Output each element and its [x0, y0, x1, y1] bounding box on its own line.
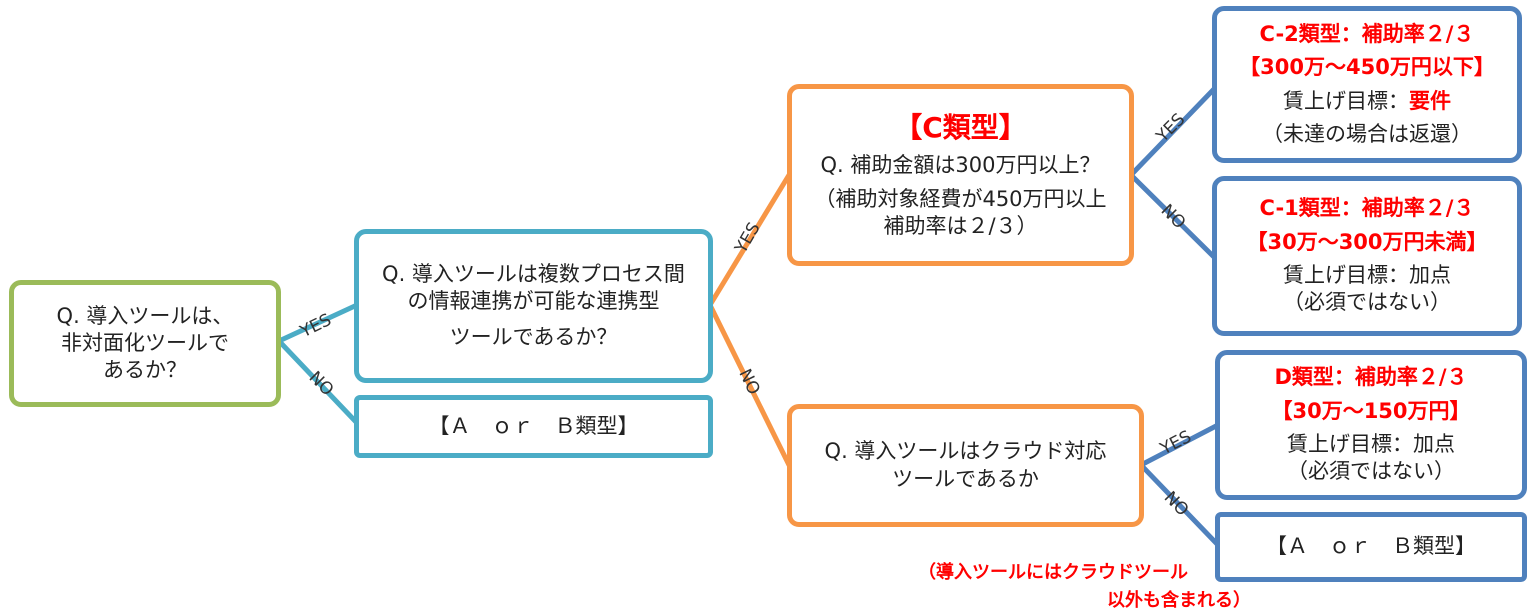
c-type-title: 【C類型】: [894, 110, 1027, 144]
question-line: （補助対象経費が450万円以上: [814, 186, 1107, 211]
question-line: 補助率は２/３）: [883, 213, 1038, 238]
c2-range: 【300万～450万円以下】: [1239, 55, 1495, 80]
c1-goal: 賃上げ目標：加点: [1283, 263, 1451, 287]
question-integration-box: Q. 導入ツールは複数プロセス間 の情報連携が可能な連携型 ツールであるか？: [354, 229, 713, 383]
c1-note: （必須ではない）: [1283, 290, 1451, 315]
edge-q1-no: [276, 338, 360, 426]
cloud-note-line1: （導入ツールにはクラウドツール: [918, 562, 1188, 583]
c2-title: C-2類型：補助率２/３: [1259, 21, 1475, 46]
c1-range: 【30万～300万円未満】: [1246, 229, 1488, 254]
edge-c-yes: [1128, 85, 1218, 178]
question-line: 非対面化ツールで: [61, 330, 229, 355]
d-range: 【30万～150万円】: [1271, 398, 1471, 423]
question-line: ツールであるか: [892, 466, 1039, 491]
question-line: Q. 導入ツールは複数プロセス間: [382, 262, 685, 287]
edge-q2-no: [707, 302, 792, 468]
c2-note: （未達の場合は返還）: [1262, 121, 1472, 146]
result-a-or-b-box: 【Ａ ｏｒ Ｂ類型】: [354, 395, 713, 458]
question-line: Q. 補助金額は300万円以上？: [820, 153, 1101, 178]
edge-q2-yes: [707, 172, 792, 308]
question-non-face-to-face-box: Q. 導入ツールは、 非対面化ツールで あるか？: [9, 280, 281, 407]
d-goal: 賃上げ目標：加点: [1287, 432, 1455, 456]
question-line: Q. 導入ツールは、: [56, 303, 234, 328]
result-label: 【Ａ ｏｒ Ｂ類型】: [428, 413, 639, 438]
c1-title: C-1類型：補助率２/３: [1259, 196, 1475, 221]
question-line: ツールであるか？: [449, 324, 618, 349]
result-d-box: D類型：補助率２/３ 【30万～150万円】 賃上げ目標：加点 （必須ではない）: [1215, 350, 1527, 500]
result-a-or-b-box: 【Ａ ｏｒ Ｂ類型】: [1215, 512, 1527, 582]
question-line: あるか？: [103, 358, 187, 383]
question-cloud-box: Q. 導入ツールはクラウド対応 ツールであるか: [787, 404, 1144, 527]
question-c-type-box: 【C類型】 Q. 補助金額は300万円以上？ （補助対象経費が450万円以上 補…: [787, 84, 1134, 266]
d-note: （必須ではない）: [1287, 459, 1455, 484]
edge-q3-no: [1138, 462, 1221, 548]
question-line: の情報連携が可能な連携型: [407, 289, 660, 314]
goal-label: 賃上げ目標：: [1283, 88, 1409, 113]
question-line: Q. 導入ツールはクラウド対応: [824, 439, 1107, 464]
edge-q1-yes: [276, 302, 360, 344]
goal-value: 要件: [1409, 88, 1451, 113]
edge-q3-yes: [1138, 422, 1221, 468]
cloud-note-line2: 以外も含まれる）: [1107, 590, 1251, 611]
c2-goal: 賃上げ目標：要件: [1283, 88, 1451, 115]
d-title: D類型：補助率２/３: [1274, 365, 1468, 390]
result-c2-box: C-2類型：補助率２/３ 【300万～450万円以下】 賃上げ目標：要件 （未達…: [1212, 6, 1522, 163]
result-c1-box: C-1類型：補助率２/３ 【30万～300万円未満】 賃上げ目標：加点 （必須で…: [1212, 176, 1522, 336]
result-label: 【Ａ ｏｒ Ｂ類型】: [1266, 534, 1476, 559]
edge-c-no: [1128, 172, 1218, 261]
